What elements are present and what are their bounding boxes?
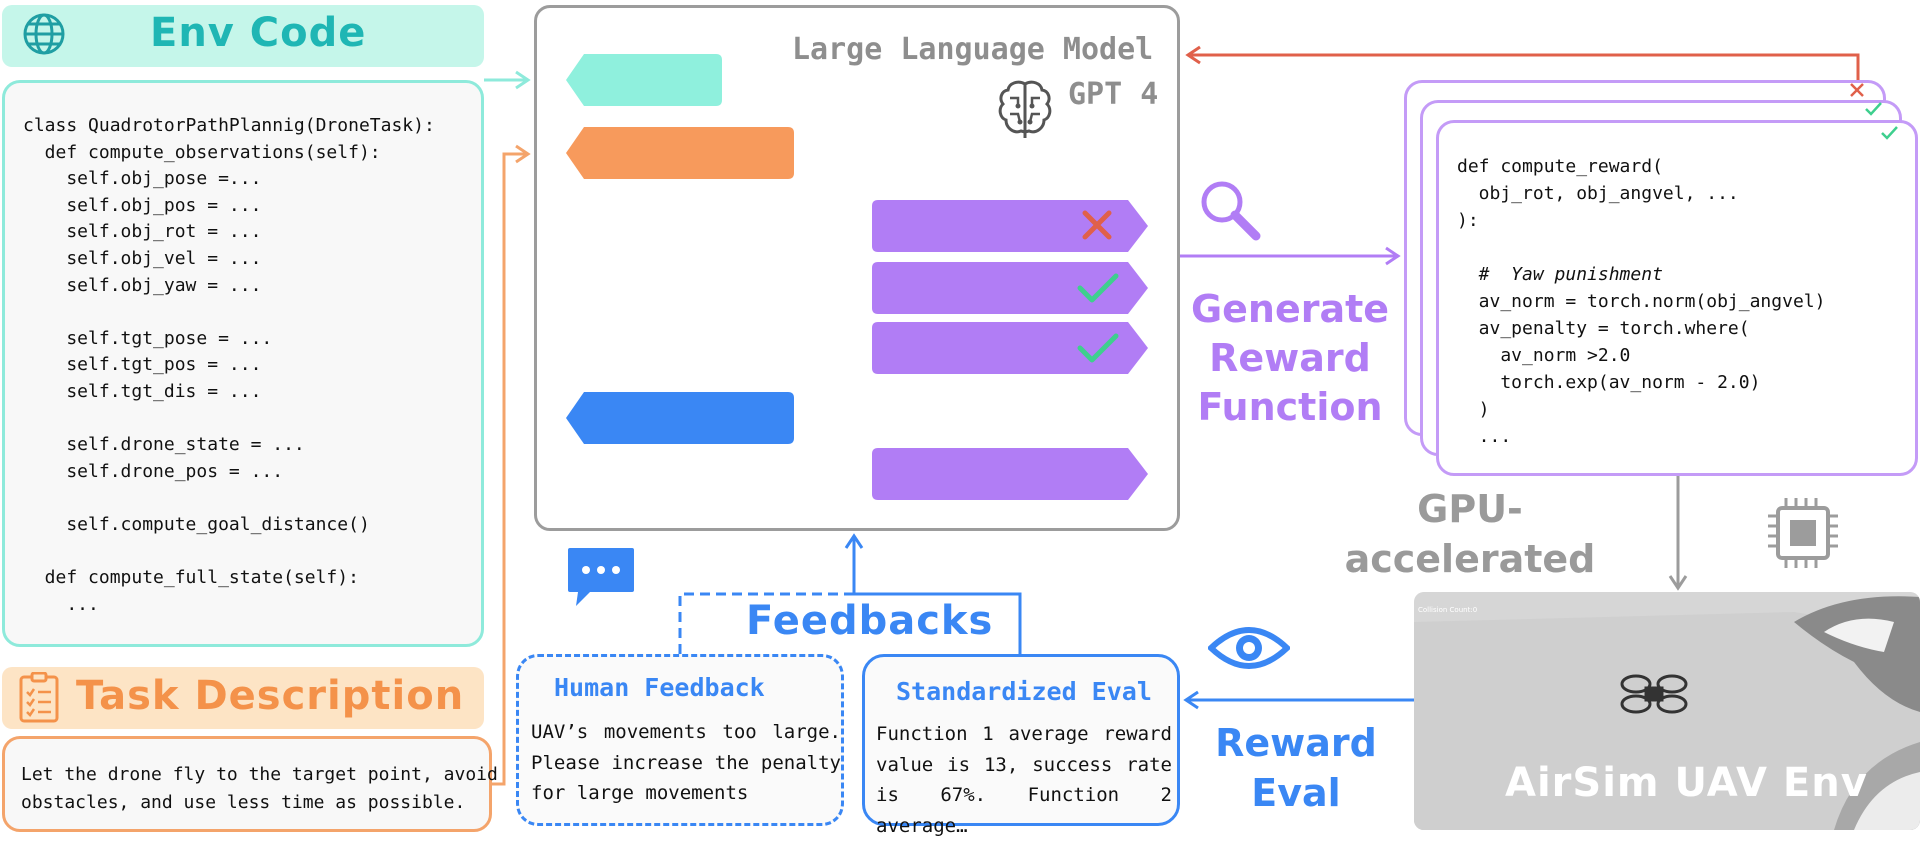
airsim-title: AirSim UAV Env [1505, 760, 1868, 806]
task-line: Let the drone fly to the target point, a… [21, 764, 498, 785]
llm-model-name: GPT 4 [1068, 77, 1159, 112]
human-feedback-title: Human Feedback [554, 673, 765, 702]
code-line: self.tgt_pose = ... [23, 327, 273, 349]
reward-output-tag [872, 448, 1148, 500]
cross-icon [1082, 210, 1112, 240]
airsim-overlay-text: Collision Count:0 [1418, 606, 1478, 614]
code-line: ): [1457, 210, 1479, 231]
chat-bubble-icon [568, 548, 634, 606]
reward-function-code: def compute_reward( obj_rot, obj_angvel,… [1436, 120, 1918, 476]
eye-icon [1208, 627, 1290, 669]
llm-title: Large Language Model [792, 32, 1154, 67]
reward-candidate-tag-accepted [872, 262, 1148, 314]
task-description-tag [566, 127, 794, 179]
code-line: av_norm = torch.norm(obj_angvel) [1457, 291, 1826, 312]
env-code-header [2, 5, 484, 67]
airsim-env-view [1414, 592, 1920, 830]
reward-candidate-tag-rejected [872, 200, 1148, 252]
search-icon [1201, 181, 1261, 241]
human-feedback-panel [516, 654, 844, 826]
env-code-tag [566, 54, 722, 106]
code-line: self.compute_goal_distance() [23, 513, 370, 535]
std-feedback-connector [854, 592, 1022, 654]
gpu-label-line: GPU-accelerated [1344, 487, 1596, 581]
cross-icon [1850, 83, 1864, 97]
code-line: self.obj_vel = ... [23, 247, 262, 269]
code-line: self.tgt_pos = ... [23, 354, 262, 376]
check-icon [1077, 273, 1119, 303]
standardized-eval-panel [862, 654, 1180, 826]
code-comment: # Yaw punishment [1457, 264, 1663, 285]
code-line: torch.exp(av_norm - 2.0) [1457, 372, 1761, 393]
task-line: obstacles, and use less time as possible… [21, 792, 466, 813]
code-line: ... [1457, 426, 1512, 447]
code-line: ... [23, 593, 99, 615]
generate-label-line: Function [1197, 385, 1383, 429]
checklist-icon [19, 672, 59, 723]
code-line: def compute_observations(self): [23, 141, 381, 163]
feedback-tag [566, 392, 794, 444]
code-line: self.drone_pos = ... [23, 460, 284, 482]
task-description-block: Let the drone fly to the target point, a… [2, 736, 498, 832]
code-line: class QuadrotorPathPlannig(DroneTask): [23, 115, 435, 136]
check-icon [1077, 333, 1119, 363]
code-line: obj_rot, obj_angvel, ... [1457, 183, 1739, 204]
generate-label-line: Generate [1190, 287, 1390, 331]
reward-eval-line: Eval [1251, 771, 1341, 815]
human-feedback-connector [678, 592, 854, 654]
rejected-feedback-arrow [1190, 53, 1860, 80]
env-code-block: class QuadrotorPathPlannig(DroneTask): d… [2, 80, 484, 647]
code-line: self.obj_pose =... [23, 168, 262, 190]
code-line: av_penalty = torch.where( [1457, 318, 1750, 339]
task-description-header [2, 667, 484, 729]
task-to-llm-arrow [492, 152, 526, 786]
standardized-eval-text: Function 1 average reward value is 13, s… [876, 723, 1172, 837]
code-line: av_norm >2.0 [1457, 345, 1631, 366]
code-line: ​ [1457, 234, 1915, 261]
task-description-title: Task Description [76, 673, 465, 719]
standardized-eval-title: Standardized Eval [896, 677, 1152, 706]
code-line: self.tgt_dis = ... [23, 380, 262, 402]
check-icon [1881, 126, 1898, 140]
code-line: self.obj_pos = ... [23, 194, 262, 216]
drone-icon [1620, 674, 1688, 714]
code-line: def compute_full_state(self): [23, 567, 359, 589]
code-line: self.drone_state = ... [23, 434, 305, 456]
code-line: self.obj_yaw = ... [23, 274, 262, 296]
reward-candidate-tag-accepted [872, 322, 1148, 374]
gpu-chip-icon [1768, 498, 1838, 568]
reward-eval-label: Reward Eval [1196, 718, 1396, 818]
brain-icon [998, 80, 1052, 138]
env-code-title: Env Code [150, 10, 367, 56]
human-feedback-text: UAV’s movements too large. Please increa… [531, 721, 841, 804]
generate-label-line: Reward [1209, 336, 1371, 380]
code-line: self.obj_rot = ... [23, 221, 262, 243]
check-icon [1865, 102, 1882, 116]
code-line: def compute_reward( [1457, 156, 1663, 177]
code-line: ) [1457, 399, 1490, 420]
feedbacks-title: Feedbacks [746, 598, 994, 644]
generate-reward-label: Generate Reward Function [1190, 285, 1390, 432]
airsim-scene [1414, 592, 1920, 830]
globe-icon [23, 13, 65, 55]
reward-eval-line: Reward [1215, 721, 1377, 765]
